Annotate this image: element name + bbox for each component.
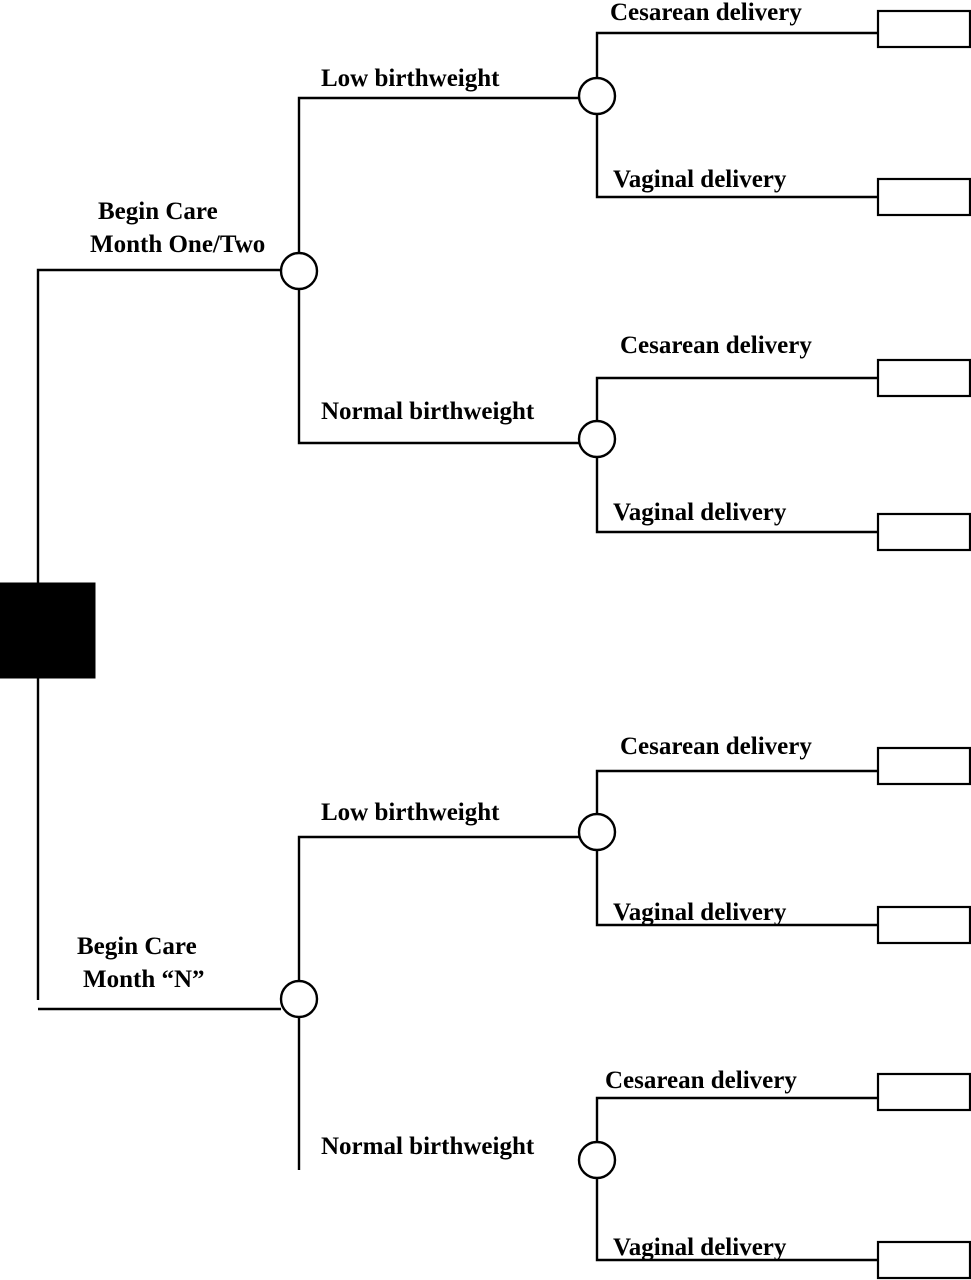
strategy-2-label-line-1: Begin Care <box>77 933 197 960</box>
edge-s2-low-birthweight <box>297 835 580 982</box>
strategy-1-label-line-1: Begin Care <box>98 198 218 225</box>
s2-low-cesarean-label: Cesarean delivery <box>620 733 812 760</box>
s1-low-cesarean-label: Cesarean delivery <box>610 0 802 26</box>
s2-normal-vaginal-label: Vaginal delivery <box>613 1234 787 1261</box>
strategy-1-label-line-2: Month One/Two <box>90 231 265 258</box>
edge-s1-low-cesarean <box>595 31 878 78</box>
terminal-node-s1-low-cesarean <box>876 9 971 49</box>
chance-node-strategy-1 <box>279 251 319 291</box>
edge-s2-low-vaginal <box>595 850 878 927</box>
terminal-node-s2-normal-vaginal <box>876 1240 971 1280</box>
edge-root-to-strategy-1 <box>36 268 281 583</box>
s1-normal-birthweight-label: Normal birthweight <box>321 398 535 425</box>
tree-edges <box>36 31 878 1262</box>
edge-s2-normal-vaginal <box>595 1178 878 1262</box>
strategy-2-label-line-2: Month “N” <box>83 966 205 993</box>
edge-s1-low-vaginal <box>595 114 878 199</box>
edge-s2-normal-cesarean <box>595 1096 878 1142</box>
terminal-nodes <box>876 9 971 1280</box>
chance-node-strategy-2 <box>279 979 319 1019</box>
edge-root-to-strategy-2 <box>36 678 281 1011</box>
chance-node-s2-normal <box>577 1140 617 1180</box>
edge-s1-low-birthweight <box>297 96 580 253</box>
terminal-node-s2-low-vaginal <box>876 905 971 945</box>
terminal-node-s1-normal-vaginal <box>876 512 971 552</box>
terminal-node-s1-normal-cesarean <box>876 358 971 398</box>
terminal-node-s2-low-cesarean <box>876 746 971 786</box>
chance-node-s1-normal <box>577 419 617 459</box>
chance-nodes <box>279 76 617 1180</box>
terminal-node-s1-low-vaginal <box>876 177 971 217</box>
edge-s1-normal-birthweight <box>297 288 580 445</box>
terminal-node-s2-normal-cesarean <box>876 1072 971 1112</box>
s2-normal-cesarean-label: Cesarean delivery <box>605 1067 797 1094</box>
edge-s1-normal-vaginal <box>595 457 878 534</box>
s2-low-birthweight-label: Low birthweight <box>321 799 500 826</box>
decision-node <box>0 582 96 679</box>
chance-node-s2-low <box>577 812 617 852</box>
branch-labels: Begin Care Month One/Two Begin Care Mont… <box>77 0 812 1261</box>
s2-low-vaginal-label: Vaginal delivery <box>613 899 787 926</box>
s1-normal-cesarean-label: Cesarean delivery <box>620 332 812 359</box>
edge-s1-normal-cesarean <box>595 376 878 421</box>
edge-s2-low-cesarean <box>595 769 878 814</box>
s2-normal-birthweight-label: Normal birthweight <box>321 1133 535 1160</box>
s1-low-vaginal-label: Vaginal delivery <box>613 166 787 193</box>
s1-normal-vaginal-label: Vaginal delivery <box>613 499 787 526</box>
chance-node-s1-low <box>577 76 617 116</box>
s1-low-birthweight-label: Low birthweight <box>321 65 500 92</box>
